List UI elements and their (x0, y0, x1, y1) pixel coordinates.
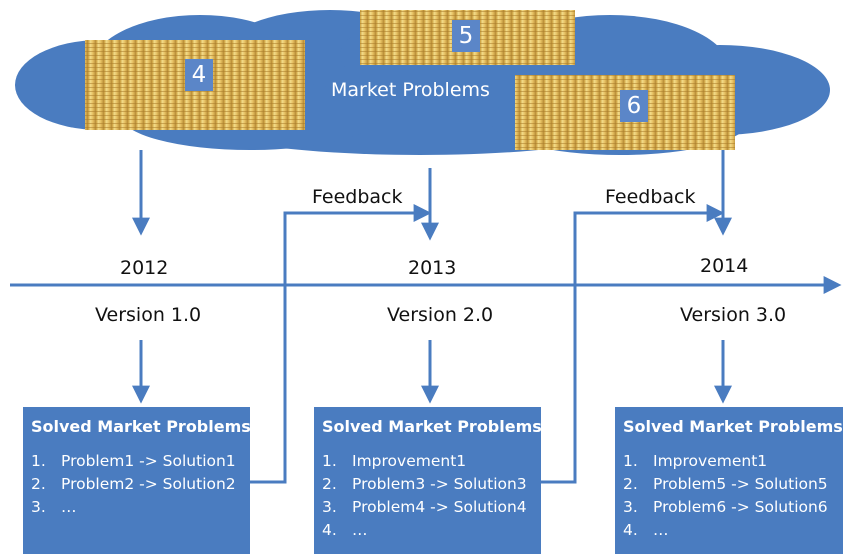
list-item: 3.Problem6 -> Solution6 (623, 498, 828, 516)
solved-problems-box-v2: Solved Market Problems 1.Improvement1 2.… (314, 407, 542, 554)
list-item: 1.Improvement1 (623, 452, 768, 470)
solved-list: 1.Improvement1 2.Problem5 -> Solution5 3… (623, 450, 835, 542)
stack-badge-4: 4 (185, 59, 213, 91)
list-item: 3.… (31, 498, 77, 516)
solved-list: 1.Improvement1 2.Problem3 -> Solution3 3… (322, 450, 533, 542)
version-1-0: Version 1.0 (95, 304, 202, 326)
list-item: 4.… (623, 521, 669, 539)
box-title: Solved Market Problems (322, 417, 542, 436)
list-item: 3.Problem4 -> Solution4 (322, 498, 527, 516)
year-2014: 2014 (700, 255, 749, 277)
list-item: 2.Problem5 -> Solution5 (623, 475, 828, 493)
list-item: 1.Improvement1 (322, 452, 467, 470)
solved-problems-box-v3: Solved Market Problems 1.Improvement1 2.… (615, 407, 843, 554)
list-item: 2.Problem3 -> Solution3 (322, 475, 527, 493)
stack-badge-6: 6 (620, 90, 648, 122)
feedback-label-2: Feedback (605, 186, 696, 208)
stack-badge-5: 5 (452, 20, 480, 52)
feedback-label-1: Feedback (312, 186, 403, 208)
solved-list: 1.Problem1 -> Solution1 2.Problem2 -> So… (31, 450, 242, 519)
version-2-0: Version 2.0 (387, 304, 494, 326)
solved-problems-box-v1: Solved Market Problems 1.Problem1 -> Sol… (23, 407, 251, 554)
list-item: 2.Problem2 -> Solution2 (31, 475, 236, 493)
list-item: 4.… (322, 521, 368, 539)
feedback-arrow-1 (250, 204, 432, 484)
box-title: Solved Market Problems (623, 417, 843, 436)
year-2013: 2013 (408, 257, 457, 279)
box-title: Solved Market Problems (31, 417, 251, 436)
list-item: 1.Problem1 -> Solution1 (31, 452, 236, 470)
version-3-0: Version 3.0 (680, 304, 787, 326)
feedback-arrow-2 (540, 204, 725, 484)
year-2012: 2012 (120, 257, 169, 279)
cloud-label: Market Problems (331, 79, 490, 101)
